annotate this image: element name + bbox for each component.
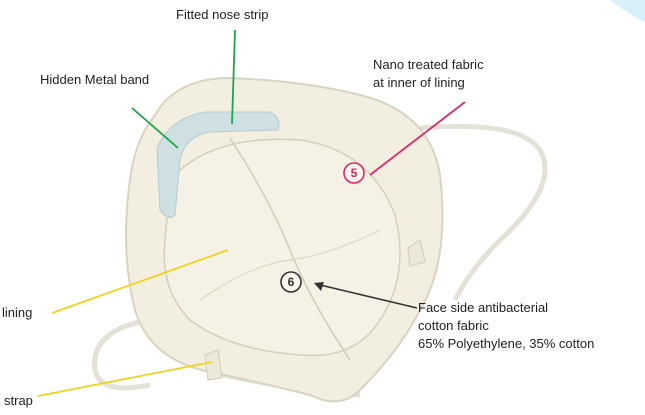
corner-accent [610,0,645,22]
label-nano-fabric-line1: Nano treated fabric [373,57,484,73]
label-nano-fabric-line2: at inner of lining [373,75,465,91]
label-nose-strip: Fitted nose strip [176,7,269,23]
label-strap: strap [4,393,33,409]
label-metal-band: Hidden Metal band [40,72,149,88]
pointer-strap [38,362,212,396]
marker-5-number: 5 [351,166,358,180]
marker-6-number: 6 [288,275,295,289]
label-face-side-line1: Face side antibacterial [418,300,548,316]
label-face-side-line3: 65% Polyethylene, 35% cotton [418,336,594,352]
label-face-side-line2: cotton fabric [418,318,489,334]
label-lining: lining [2,305,32,321]
ear-loop-left [95,320,150,388]
